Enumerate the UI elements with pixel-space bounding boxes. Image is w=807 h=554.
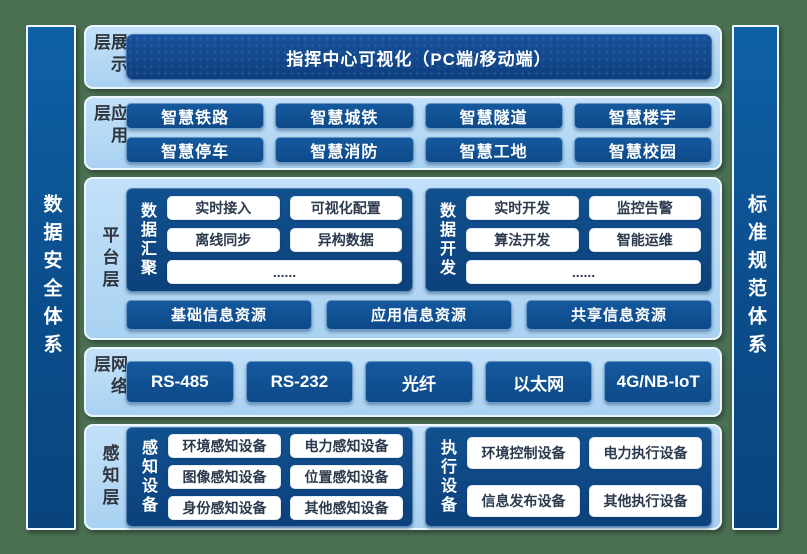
layer-platform: 平台层 数据汇聚 实时接入 可视化配置 离线同步 异构数据 ...... bbox=[84, 177, 722, 340]
pillar-standards: 标准规范体系 bbox=[732, 25, 779, 530]
item-development-more: ...... bbox=[466, 259, 701, 284]
item-power-execution: 电力执行设备 bbox=[589, 437, 702, 469]
resource-application-info: 应用信息资源 bbox=[326, 299, 512, 330]
item-identity-sensing: 身份感知设备 bbox=[168, 496, 281, 520]
layer-display-label: 展示层 bbox=[91, 33, 127, 77]
net-box-ethernet: 以太网 bbox=[484, 361, 593, 403]
item-visual-config: 可视化配置 bbox=[289, 195, 402, 220]
item-realtime-access: 实时接入 bbox=[167, 195, 280, 220]
item-info-publishing: 信息发布设备 bbox=[467, 485, 580, 517]
app-box-smart-parking: 智慧停车 bbox=[126, 137, 265, 163]
group-data-aggregation: 数据汇聚 实时接入 可视化配置 离线同步 异构数据 ...... bbox=[126, 187, 413, 292]
app-box-smart-worksite: 智慧工地 bbox=[424, 137, 563, 163]
item-power-sensing: 电力感知设备 bbox=[290, 434, 403, 458]
app-box-smart-campus: 智慧校园 bbox=[573, 137, 712, 163]
net-box-4g-nbiot: 4G/NB-IoT bbox=[604, 361, 712, 403]
item-other-sensing: 其他感知设备 bbox=[290, 496, 403, 520]
command-center-visualization-box: 指挥中心可视化（PC端/移动端） bbox=[126, 34, 712, 80]
app-box-smart-building: 智慧楼宇 bbox=[573, 103, 712, 129]
app-box-smart-metro: 智慧城铁 bbox=[275, 103, 414, 129]
network-row: RS-485 RS-232 光纤 以太网 4G/NB-IoT bbox=[126, 361, 712, 403]
item-intelligent-ops: 智能运维 bbox=[588, 227, 701, 252]
item-heterogeneous-data: 异构数据 bbox=[289, 227, 402, 252]
group-data-development: 数据开发 实时开发 监控告警 算法开发 智能运维 ...... bbox=[425, 187, 712, 292]
item-algorithm-dev: 算法开发 bbox=[466, 227, 579, 252]
item-image-sensing: 图像感知设备 bbox=[168, 465, 281, 489]
item-position-sensing: 位置感知设备 bbox=[290, 465, 403, 489]
group-execution-devices: 执行设备 环境控制设备 电力执行设备 信息发布设备 其他执行设备 bbox=[425, 427, 712, 527]
group-data-development-title: 数据开发 bbox=[437, 201, 454, 278]
item-env-sensing: 环境感知设备 bbox=[168, 434, 281, 458]
layer-stack: 展示层 指挥中心可视化（PC端/移动端） 应用层 智慧铁路 智慧城铁 智慧隧道 … bbox=[84, 25, 722, 530]
item-realtime-dev: 实时开发 bbox=[466, 195, 579, 220]
item-aggregation-more: ...... bbox=[167, 259, 402, 284]
resource-row: 基础信息资源 应用信息资源 共享信息资源 bbox=[126, 299, 712, 330]
pillar-data-security-label: 数据安全体系 bbox=[40, 193, 62, 362]
layer-display: 展示层 指挥中心可视化（PC端/移动端） bbox=[84, 25, 722, 89]
layer-application-label: 应用层 bbox=[91, 104, 127, 148]
item-env-control: 环境控制设备 bbox=[467, 437, 580, 469]
group-execution-devices-title: 执行设备 bbox=[438, 439, 455, 515]
layer-application: 应用层 智慧铁路 智慧城铁 智慧隧道 智慧楼宇 智慧停车 智慧消防 智慧工地 智… bbox=[84, 96, 722, 170]
resource-shared-info: 共享信息资源 bbox=[526, 299, 712, 330]
app-box-smart-railway: 智慧铁路 bbox=[126, 103, 265, 129]
layer-perception: 感知层 感知设备 环境感知设备 电力感知设备 图像感知设备 位置感知设备 身份感… bbox=[84, 424, 722, 530]
resource-basic-info: 基础信息资源 bbox=[126, 299, 312, 330]
net-box-rs232: RS-232 bbox=[245, 361, 354, 403]
layer-perception-label: 感知层 bbox=[99, 444, 119, 510]
group-data-aggregation-title: 数据汇聚 bbox=[138, 201, 155, 278]
platform-groups: 数据汇聚 实时接入 可视化配置 离线同步 异构数据 ...... 数据开发 实时… bbox=[126, 187, 712, 292]
net-box-fiber: 光纤 bbox=[365, 361, 473, 403]
execution-devices-grid: 环境控制设备 电力执行设备 信息发布设备 其他执行设备 bbox=[467, 434, 702, 520]
application-grid: 智慧铁路 智慧城铁 智慧隧道 智慧楼宇 智慧停车 智慧消防 智慧工地 智慧校园 bbox=[126, 103, 712, 163]
group-sensing-devices-title: 感知设备 bbox=[139, 439, 156, 515]
app-box-smart-firefighting: 智慧消防 bbox=[275, 137, 414, 163]
group-sensing-devices: 感知设备 环境感知设备 电力感知设备 图像感知设备 位置感知设备 身份感知设备 … bbox=[126, 427, 413, 527]
sensing-devices-grid: 环境感知设备 电力感知设备 图像感知设备 位置感知设备 身份感知设备 其他感知设… bbox=[168, 434, 403, 520]
layer-network-label: 网络层 bbox=[91, 355, 127, 399]
app-box-smart-tunnel: 智慧隧道 bbox=[424, 103, 563, 129]
pillar-standards-label: 标准规范体系 bbox=[745, 193, 766, 362]
net-box-rs485: RS-485 bbox=[126, 361, 234, 403]
item-offline-sync: 离线同步 bbox=[167, 227, 280, 252]
data-aggregation-grid: 实时接入 可视化配置 离线同步 异构数据 ...... bbox=[167, 195, 402, 284]
item-other-execution: 其他执行设备 bbox=[589, 485, 702, 517]
layer-network: 网络层 RS-485 RS-232 光纤 以太网 4G/NB-IoT bbox=[84, 347, 722, 417]
layer-platform-label: 平台层 bbox=[99, 225, 119, 292]
pillar-data-security: 数据安全体系 bbox=[26, 25, 76, 530]
data-development-grid: 实时开发 监控告警 算法开发 智能运维 ...... bbox=[466, 195, 701, 284]
item-monitor-alert: 监控告警 bbox=[588, 195, 701, 220]
